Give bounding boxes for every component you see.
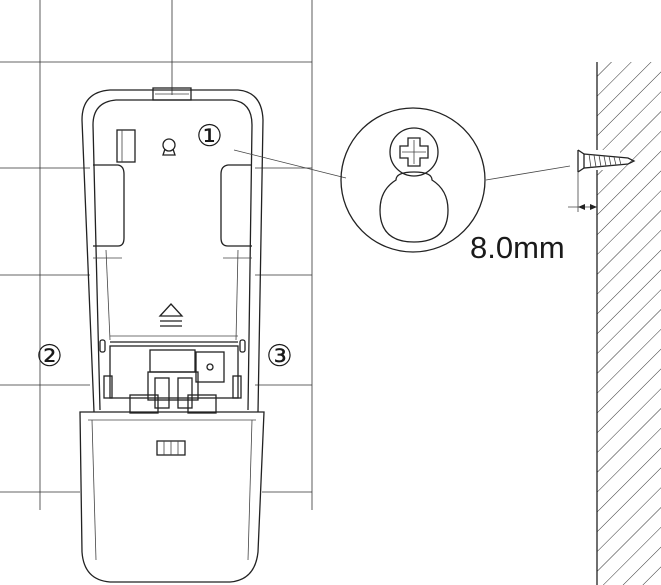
eject-arrow-icon bbox=[158, 303, 184, 327]
magnified-detail bbox=[340, 107, 486, 253]
keyhole-slot bbox=[162, 138, 176, 156]
device-back-plate bbox=[81, 87, 264, 414]
dimension-marker bbox=[568, 172, 597, 212]
screw-side-view bbox=[577, 149, 636, 173]
callout-2: ② bbox=[36, 339, 63, 374]
dimension-label: 8.0mm bbox=[470, 230, 565, 265]
wall-section bbox=[596, 62, 661, 585]
device-bottom-cover bbox=[79, 411, 265, 583]
callout-3: ③ bbox=[266, 339, 293, 374]
tile-grid bbox=[0, 0, 313, 510]
screw-head-icon bbox=[389, 127, 439, 177]
leader-line-screw bbox=[485, 165, 571, 181]
callout-1: ① bbox=[196, 119, 223, 154]
leader-line bbox=[233, 149, 347, 179]
